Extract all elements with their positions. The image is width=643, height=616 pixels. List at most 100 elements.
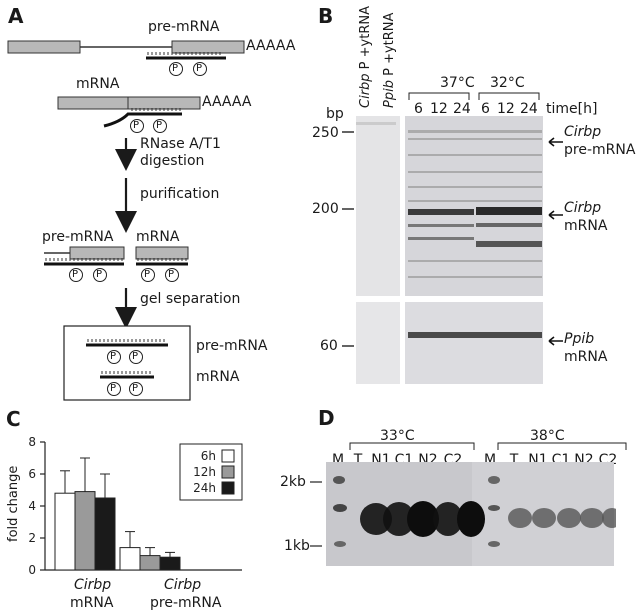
- phospho-label: P: [156, 120, 163, 131]
- phospho-label: P: [72, 269, 79, 280]
- temp-38-label: 38°C: [530, 428, 565, 444]
- bar: [159, 556, 181, 571]
- mrna-exon-2-box: [127, 96, 201, 110]
- phospho-icon: [169, 62, 207, 76]
- lane-label-cirbp-probe: Cirbp P +ytRNA: [358, 6, 373, 108]
- legend-label: 6h: [201, 449, 216, 463]
- bar: [54, 492, 76, 571]
- gel-pre-hash: [87, 339, 165, 342]
- group-type-label: mRNA: [70, 595, 114, 611]
- time-label: 6: [414, 101, 423, 117]
- gel-b-lanes-left-bottom: [356, 302, 400, 384]
- phospho-icon: [130, 119, 167, 133]
- phospho-label: P: [110, 383, 117, 394]
- fragment-pre-mrna-label: pre-mRNA: [42, 229, 114, 245]
- time-label: 24: [520, 101, 538, 117]
- step-gel-label: gel separation: [140, 291, 241, 307]
- y-tick-label: 8: [28, 435, 36, 449]
- phospho-icon: [69, 268, 107, 282]
- time-label: 24: [453, 101, 471, 117]
- step-digestion-label: digestion: [140, 153, 205, 169]
- mrna-exon-1-box: [57, 96, 129, 110]
- band-cirbp-gene-label: Cirbp: [564, 200, 602, 216]
- bp-label: bp: [326, 106, 344, 122]
- band-ppib-mrna: [408, 332, 542, 338]
- y-tick-label: 6: [28, 467, 36, 481]
- phospho-icon: [107, 350, 143, 364]
- panel-label-a: A: [8, 4, 24, 28]
- gel-b-bands: [356, 122, 542, 338]
- band-arrows: [548, 137, 563, 346]
- band-cirbp-mrna-32: [476, 207, 542, 215]
- gel-pre-mrna-label: pre-mRNA: [196, 338, 268, 354]
- bar: [74, 491, 96, 571]
- fragment-mrna-label: mRNA: [136, 229, 180, 245]
- exon-1-box: [7, 40, 81, 54]
- frag-pre-box: [69, 246, 125, 260]
- phospho-label: P: [132, 351, 139, 362]
- temp-33-label: 33°C: [380, 428, 415, 444]
- band-mrna-label: mRNA: [564, 218, 608, 234]
- phospho-label: P: [110, 351, 117, 362]
- bar: [94, 497, 116, 571]
- gel-m-hash: [101, 371, 151, 374]
- phospho-label: P: [144, 269, 151, 280]
- step-rnase-label: RNase A/T1: [140, 136, 221, 152]
- band-minor-37: [408, 224, 474, 227]
- mrna-label: mRNA: [76, 76, 120, 92]
- phospho-label: P: [196, 63, 203, 74]
- gel-mrna-label: mRNA: [196, 369, 240, 385]
- lane-label-38c: T: [509, 452, 519, 468]
- panel-label-b: B: [318, 4, 334, 28]
- step-purification-label: purification: [140, 186, 220, 202]
- time-unit-label: time[h]: [546, 101, 598, 117]
- marker-250: 250: [312, 125, 339, 141]
- gel-b-lanes-right-top: [405, 116, 543, 296]
- legend-swatch: [221, 481, 235, 495]
- group-gene-label: Cirbp: [74, 577, 112, 593]
- phospho-label: P: [168, 269, 175, 280]
- band-mrna-label: mRNA: [564, 349, 608, 365]
- gel-b-lanes-right-bottom: [405, 302, 543, 384]
- phospho-label: P: [172, 63, 179, 74]
- group-gene-label: Cirbp: [164, 577, 202, 593]
- phospho-label: P: [133, 120, 140, 131]
- panel-a-schematic: [7, 40, 245, 401]
- blot-bands: [333, 476, 616, 547]
- phospho-label: P: [132, 383, 139, 394]
- y-tick-label: 0: [28, 563, 36, 577]
- polya-label: AAAAA: [202, 94, 252, 110]
- y-tick-label: 2: [28, 531, 36, 545]
- frag-m-box: [135, 246, 189, 260]
- phospho-icon: [141, 268, 179, 282]
- bar: [139, 555, 161, 571]
- phospho-label: P: [96, 269, 103, 280]
- arrow-left-icon: [548, 137, 563, 147]
- frag-m-hash: [137, 258, 187, 261]
- probe-hash-mid: [131, 108, 181, 111]
- temp-brackets: [408, 92, 540, 100]
- probe-hash-top: [147, 52, 221, 55]
- marker-ticks: [342, 131, 354, 347]
- band-cirbp-mrna-37: [408, 209, 474, 215]
- probe-mid: [103, 112, 182, 128]
- exon-2-box: [171, 40, 245, 54]
- group-type-label: pre-mRNA: [150, 595, 222, 611]
- frag-pre-hash: [45, 258, 123, 261]
- legend-swatch: [221, 449, 235, 463]
- size-2kb-label: 2kb: [280, 474, 306, 490]
- temp-32-label: 32°C: [490, 75, 525, 91]
- band-minor-32: [476, 223, 542, 227]
- legend-label: 12h: [193, 465, 216, 479]
- size-ticks: [310, 481, 322, 547]
- band-pre-mrna-label: pre-mRNA: [564, 142, 636, 158]
- time-label: 12: [497, 101, 515, 117]
- y-tick-label: 4: [28, 499, 36, 513]
- temp-brackets-d: [349, 442, 627, 450]
- size-1kb-label: 1kb: [284, 538, 310, 554]
- pre-mrna-label: pre-mRNA: [148, 19, 220, 35]
- temp-37-label: 37°C: [440, 75, 475, 91]
- marker-60: 60: [320, 338, 338, 354]
- arrow-left-icon: [548, 210, 563, 220]
- panel-label-d: D: [318, 406, 335, 430]
